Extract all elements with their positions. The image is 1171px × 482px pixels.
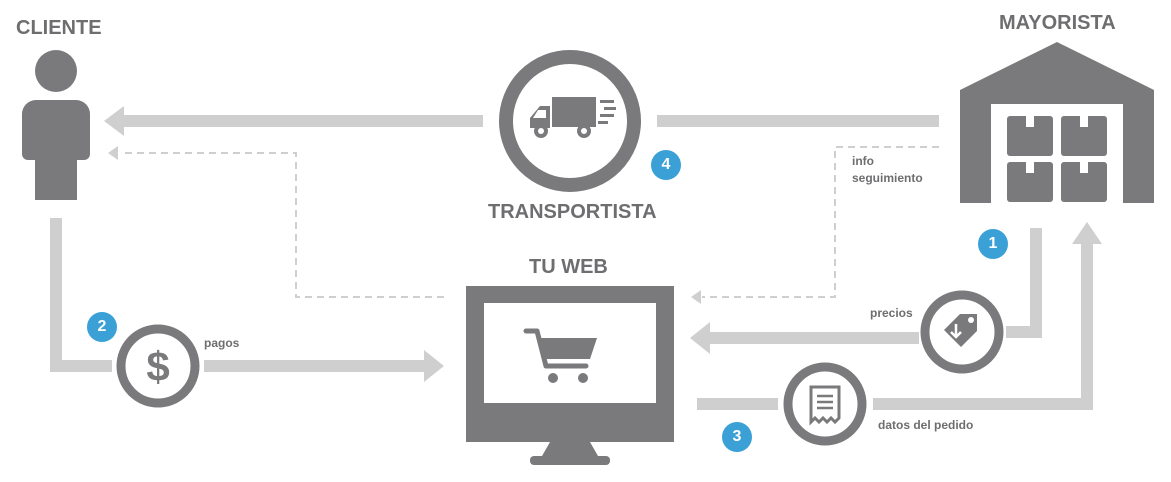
arrowheads [104, 106, 1102, 382]
datos-pedido-label: datos del pedido [878, 418, 974, 432]
dollar-icon: $ [116, 324, 200, 408]
arrowhead-to-mayorista [1072, 222, 1102, 244]
tu-web-label: TU WEB [529, 256, 608, 278]
warehouse-icon [960, 42, 1154, 203]
dashed-web-to-cliente [120, 152, 444, 298]
arrowhead-to-web-precios [690, 322, 710, 354]
step-badges [87, 150, 1008, 452]
seguimiento-label: seguimiento [852, 171, 923, 185]
pagos-label: pagos [204, 336, 240, 350]
dashed-arrowhead-cliente [108, 146, 118, 160]
truck-icon [499, 50, 641, 192]
step-badge-1: 1 [988, 235, 998, 252]
info-label: info [852, 154, 874, 168]
arrowhead-to-web-pagos [424, 350, 444, 382]
cart-icon [523, 328, 589, 369]
dashed-mayorista-to-web [702, 146, 939, 298]
person-icon [22, 50, 90, 200]
monitor-icon [466, 286, 674, 465]
price-tag-icon [920, 290, 1004, 374]
line-pedido-to-mayorista [873, 244, 1093, 410]
step-badge-2: 2 [97, 318, 107, 335]
badge-circle-4 [651, 150, 681, 180]
line-cliente-to-pagos [50, 218, 112, 372]
precios-label: precios [870, 306, 913, 320]
tracking-lines [120, 146, 939, 298]
svg-text:$: $ [146, 343, 169, 390]
receipt-icon [783, 362, 867, 446]
transportista-label: TRANSPORTISTA [488, 201, 657, 223]
badge-circle-2 [87, 312, 117, 342]
cliente-label: CLIENTE [16, 17, 102, 39]
badge-circle-3 [722, 422, 752, 452]
step-badge-4: 4 [661, 156, 671, 173]
dashed-arrowhead-web [691, 290, 701, 304]
step-badge-3: 3 [732, 428, 742, 445]
dashed-arrowheads [108, 146, 701, 304]
flow-lines [50, 115, 1093, 410]
badge-circle-1 [978, 229, 1008, 259]
mayorista-label: MAYORISTA [999, 12, 1116, 34]
line-mayorista-to-precios [1006, 228, 1042, 338]
arrowhead-to-cliente [104, 106, 124, 136]
